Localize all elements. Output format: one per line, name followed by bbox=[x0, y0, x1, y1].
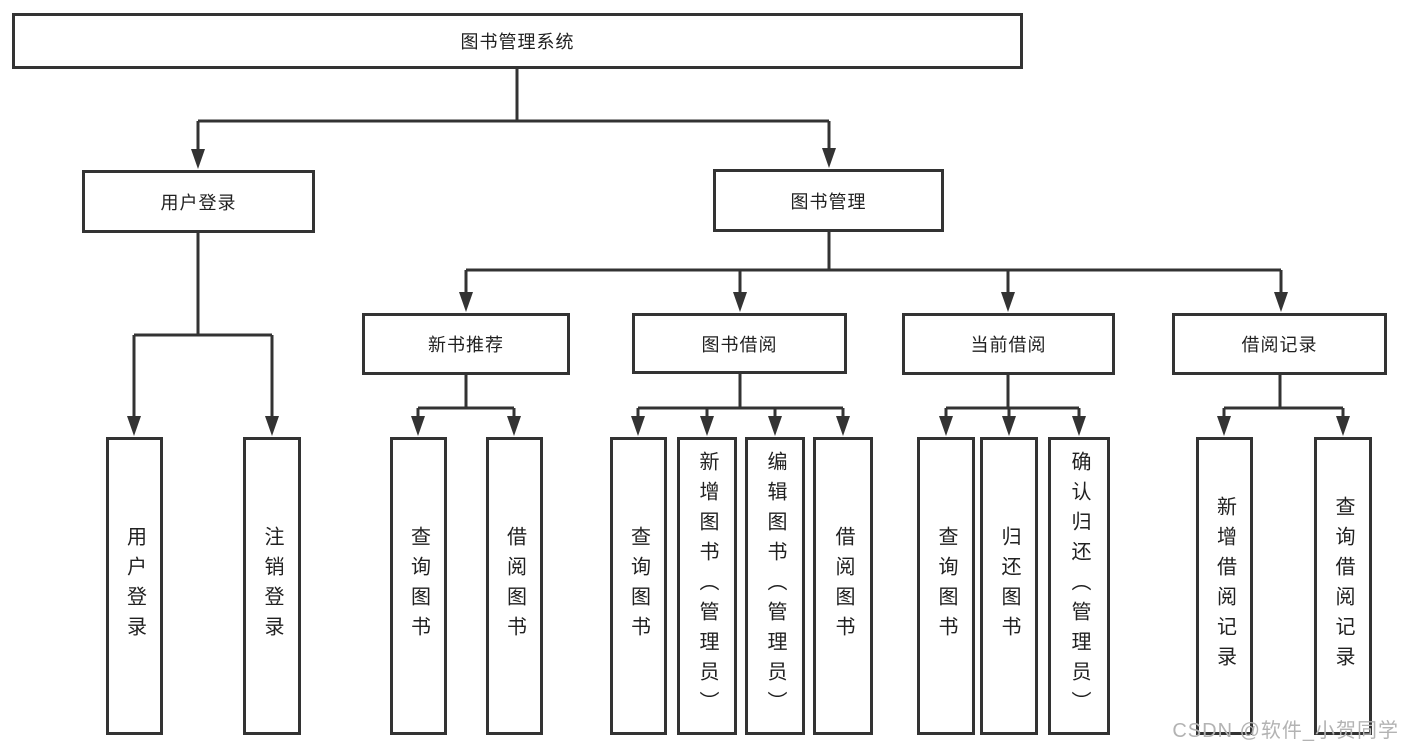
leaf-br-add-record: 新增借阅记录 bbox=[1196, 437, 1253, 735]
node-user-login-label: 用户登录 bbox=[160, 192, 237, 213]
leaf-cb-confirm-return-admin-label: 确认归还（管理员） bbox=[1068, 451, 1090, 721]
node-current-borrow: 当前借阅 bbox=[902, 313, 1115, 375]
node-book-mgmt-label: 图书管理 bbox=[790, 191, 867, 212]
leaf-bb-edit-book-admin-label: 编辑图书（管理员） bbox=[764, 451, 786, 721]
leaf-bb-borrow-books-label: 借阅图书 bbox=[832, 526, 854, 646]
connector-book-mgmt bbox=[464, 232, 1283, 296]
leaf-logout: 注销登录 bbox=[243, 437, 301, 735]
connector-new-book bbox=[416, 375, 516, 420]
watermark: CSDN @软件_小贺同学 bbox=[1172, 720, 1399, 742]
leaf-bb-query-books-label: 查询图书 bbox=[627, 526, 650, 646]
leaf-user-login: 用户登录 bbox=[106, 437, 163, 735]
leaf-bb-add-book-admin-label: 新增图书（管理员） bbox=[696, 451, 718, 721]
leaf-bb-borrow-books: 借阅图书 bbox=[813, 437, 873, 735]
node-book-mgmt: 图书管理 bbox=[713, 169, 944, 232]
leaf-nb-borrow-books: 借阅图书 bbox=[486, 437, 543, 735]
leaf-cb-return-books-label: 归还图书 bbox=[998, 526, 1020, 646]
leaf-bb-query-books: 查询图书 bbox=[610, 437, 667, 735]
leaf-nb-query-books-label: 查询图书 bbox=[407, 526, 430, 646]
leaf-br-query-record-label: 查询借阅记录 bbox=[1332, 496, 1354, 676]
leaf-br-add-record-label: 新增借阅记录 bbox=[1213, 496, 1236, 676]
connector-borrow-records bbox=[1222, 375, 1345, 420]
node-new-book-recommend-label: 新书推荐 bbox=[428, 335, 504, 355]
leaf-nb-query-books: 查询图书 bbox=[390, 437, 447, 735]
leaf-cb-query-books-label: 查询图书 bbox=[935, 526, 957, 646]
connector-root bbox=[196, 69, 831, 153]
node-borrow-records: 借阅记录 bbox=[1172, 313, 1387, 375]
arrowhead-icons bbox=[127, 148, 1350, 436]
leaf-bb-add-book-admin: 新增图书（管理员） bbox=[677, 437, 737, 735]
node-root-label: 图书管理系统 bbox=[460, 32, 575, 52]
node-book-borrow-label: 图书借阅 bbox=[701, 334, 778, 355]
node-user-login: 用户登录 bbox=[82, 170, 315, 233]
connector-book-borrow bbox=[636, 374, 845, 420]
leaf-cb-return-books: 归还图书 bbox=[980, 437, 1038, 735]
node-borrow-records-label: 借阅记录 bbox=[1241, 335, 1318, 355]
leaf-bb-edit-book-admin: 编辑图书（管理员） bbox=[745, 437, 805, 735]
leaf-br-query-record: 查询借阅记录 bbox=[1314, 437, 1372, 735]
leaf-user-login-label: 用户登录 bbox=[123, 526, 146, 646]
connector-user-login bbox=[132, 233, 274, 420]
node-current-borrow-label: 当前借阅 bbox=[970, 335, 1047, 355]
node-book-borrow: 图书借阅 bbox=[632, 313, 847, 374]
node-root: 图书管理系统 bbox=[12, 13, 1023, 69]
node-new-book-recommend: 新书推荐 bbox=[362, 313, 570, 375]
connector-current-borrow bbox=[944, 375, 1081, 420]
leaf-logout-label: 注销登录 bbox=[261, 526, 283, 646]
leaf-cb-confirm-return-admin: 确认归还（管理员） bbox=[1048, 437, 1110, 735]
leaf-nb-borrow-books-label: 借阅图书 bbox=[503, 526, 526, 646]
leaf-cb-query-books: 查询图书 bbox=[917, 437, 975, 735]
